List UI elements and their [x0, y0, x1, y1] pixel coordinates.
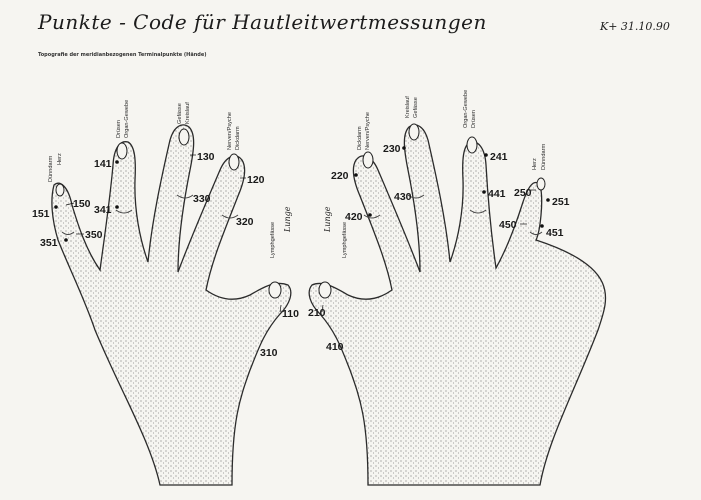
label-right-middle-a: Kreislauf: [405, 96, 411, 118]
point-dot: [115, 160, 119, 164]
label-right-little-a: Herz: [532, 158, 538, 170]
right-hand-outline: [309, 125, 605, 485]
point-dot: [354, 173, 358, 177]
point-dot: [482, 190, 486, 194]
point-350: 350: [85, 229, 103, 241]
point-dot: [64, 238, 68, 242]
point-dot: [402, 146, 406, 150]
label-left-thumb-b: Lunge: [283, 206, 292, 233]
label-left-thumb-a: Lymphgefässe: [270, 222, 276, 258]
label-right-ring-b: Drüsen: [471, 110, 477, 128]
label-left-middle-b: Kreislauf: [185, 102, 191, 124]
label-left-little-b: Herz: [57, 153, 63, 165]
point-dot: [368, 213, 372, 217]
point-141: 141: [94, 158, 112, 170]
point-210: 210: [308, 307, 326, 319]
point-151: 151: [32, 208, 50, 220]
label-left-index-a: Nerven/Psyche: [227, 112, 233, 150]
point-410: 410: [326, 341, 344, 353]
label-right-middle-b: Gefässe: [413, 97, 419, 118]
label-right-index-a: Dickdarm: [357, 126, 363, 150]
point-351: 351: [40, 237, 58, 249]
point-dot: [546, 198, 550, 202]
label-right-index-b: Nerven/Psyche: [365, 112, 371, 150]
point-341: 341: [94, 204, 112, 216]
point-110: 110: [282, 308, 299, 320]
label-right-ring-a: Organ-Gewebe: [463, 90, 469, 128]
point-dot: [115, 205, 119, 209]
point-dot: [54, 205, 58, 209]
point-130: 130: [197, 151, 215, 163]
point-250: 250: [514, 187, 532, 199]
point-441: 441: [488, 188, 506, 200]
point-220: 220: [331, 170, 349, 182]
point-dot: [540, 224, 544, 228]
point-450: 450: [499, 219, 517, 231]
label-left-ring-b: Organ-Gewebe: [124, 100, 130, 138]
point-241: 241: [490, 151, 508, 163]
point-230: 230: [383, 143, 401, 155]
right-hand-illustration: [309, 124, 605, 485]
point-120: 120: [247, 174, 265, 186]
point-310: 310: [260, 347, 278, 359]
point-330: 330: [193, 193, 211, 205]
label-left-little-a: Dünndarm: [48, 156, 54, 182]
point-420: 420: [345, 211, 363, 223]
label-left-middle-a: Gefässe: [177, 103, 183, 124]
point-451: 451: [546, 227, 564, 239]
label-right-thumb-b: Lymphgefässe: [342, 222, 348, 258]
point-430: 430: [394, 191, 412, 203]
label-right-little-b: Dünndarm: [541, 144, 547, 170]
label-right-thumb-a: Lunge: [323, 206, 332, 233]
label-left-index-b: Dickdarm: [235, 126, 241, 150]
point-150: 150: [73, 198, 91, 210]
point-320: 320: [236, 216, 254, 228]
point-dot: [484, 153, 488, 157]
point-251: 251: [552, 196, 570, 208]
label-left-ring-a: Drüsen: [116, 120, 122, 138]
